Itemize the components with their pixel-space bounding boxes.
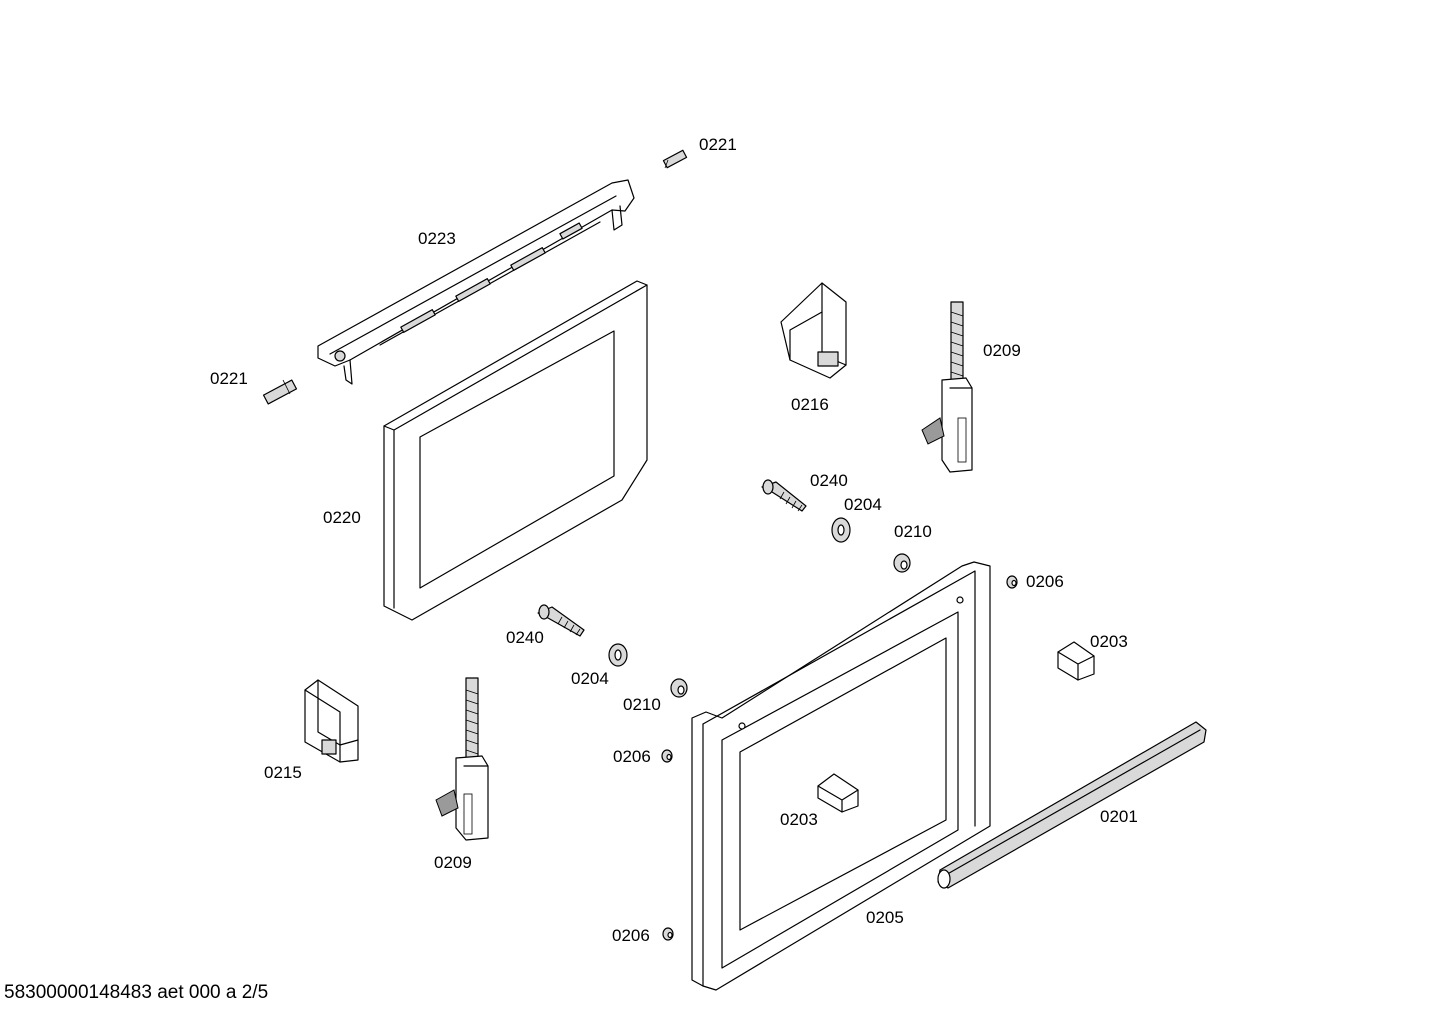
part-0240-lower-screw[interactable]	[537, 604, 585, 637]
label-0206-mid: 0206	[613, 747, 651, 766]
label-0209-right: 0209	[983, 341, 1021, 360]
drawing-reference-number: 58300000148483 aet 000 a 2/5	[4, 982, 269, 1003]
part-0240-upper-screw[interactable]	[761, 479, 807, 512]
part-0206-middle-clip[interactable]	[661, 749, 673, 763]
label-0240-lower: 0240	[506, 628, 544, 647]
part-0215-hinge-bracket[interactable]	[304, 679, 359, 763]
label-0215: 0215	[264, 763, 302, 782]
part-0206-bottom-clip[interactable]	[662, 927, 674, 941]
label-0204-lower: 0204	[571, 669, 609, 688]
label-0203-center: 0203	[780, 810, 818, 829]
part-0203-center-bracket[interactable]	[817, 773, 859, 813]
label-0210-upper: 0210	[894, 522, 932, 541]
part-0216-hinge-bracket[interactable]	[780, 282, 847, 379]
part-0203-right-bracket[interactable]	[1057, 641, 1095, 681]
part-0220-inner-glass-frame[interactable]	[383, 280, 648, 621]
label-0223: 0223	[418, 229, 456, 248]
label-0206-upper: 0206	[1026, 572, 1064, 591]
part-0221-left-pin[interactable]	[262, 379, 298, 405]
part-0204-upper-washer[interactable]	[831, 517, 851, 543]
part-0209-right-hinge[interactable]	[921, 301, 973, 473]
label-0216: 0216	[791, 395, 829, 414]
part-0223-door-rail[interactable]	[317, 179, 635, 385]
part-0204-lower-washer[interactable]	[608, 643, 628, 667]
part-0206-upper-clip[interactable]	[1006, 575, 1018, 589]
part-0210-upper-nut[interactable]	[893, 553, 911, 573]
label-0209-left: 0209	[434, 853, 472, 872]
label-0240-upper: 0240	[810, 471, 848, 490]
label-0206-bottom: 0206	[612, 926, 650, 945]
label-0210-lower: 0210	[623, 695, 661, 714]
part-0205-outer-door-panel[interactable]	[691, 561, 991, 991]
label-0205: 0205	[866, 908, 904, 927]
label-0201: 0201	[1100, 807, 1138, 826]
label-0221-top: 0221	[699, 135, 737, 154]
label-0203-right: 0203	[1090, 632, 1128, 651]
part-0201-handle-bar[interactable]	[937, 721, 1207, 889]
label-0204-upper: 0204	[844, 495, 882, 514]
part-0221-top-pin[interactable]	[662, 149, 688, 169]
label-0220: 0220	[323, 508, 361, 527]
label-0221-left: 0221	[210, 369, 248, 388]
part-0209-left-hinge[interactable]	[435, 677, 489, 841]
part-0210-lower-nut[interactable]	[670, 678, 688, 698]
